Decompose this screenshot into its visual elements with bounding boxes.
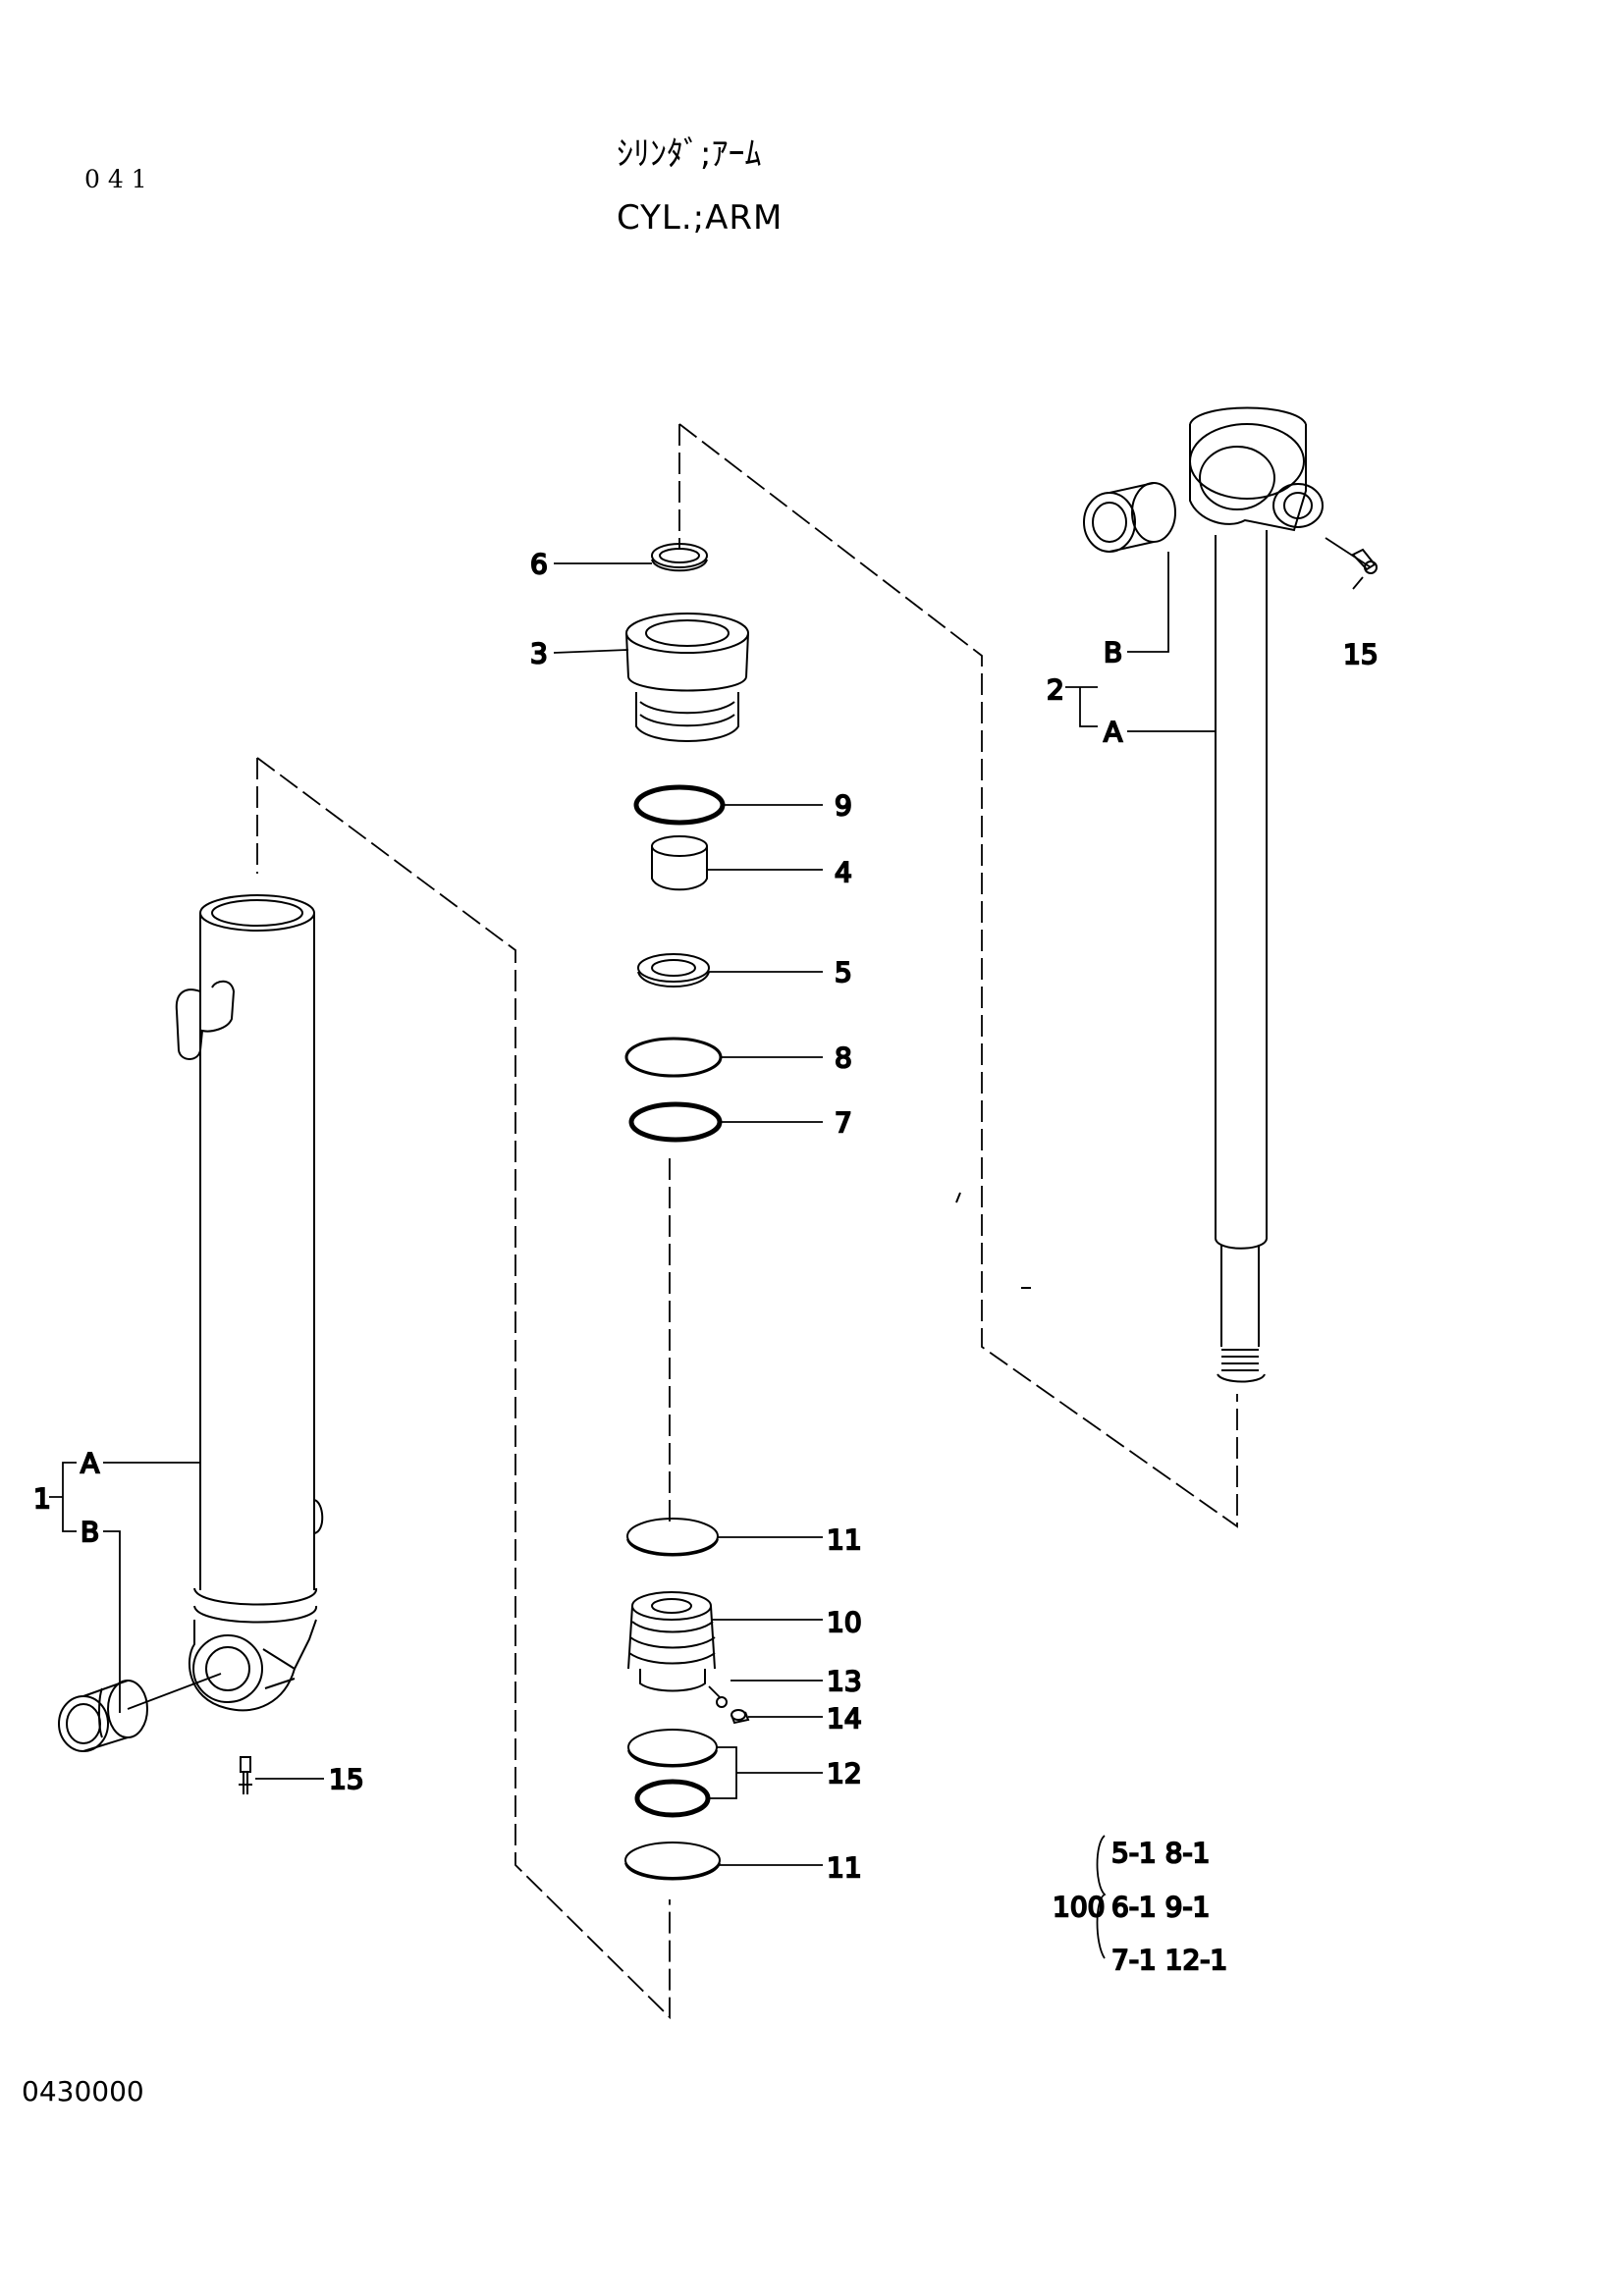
callout-3: 3 xyxy=(530,637,548,669)
wear-ring-part-11-upper xyxy=(626,1518,719,1557)
callout-10: 10 xyxy=(827,1606,862,1638)
drawing-code: 0430000 xyxy=(22,2075,144,2108)
page-number: 041 xyxy=(84,165,155,193)
assembly-guide-lines xyxy=(256,423,1238,2020)
cylinder-tube-part-1 xyxy=(175,894,324,1712)
callout-1a: A xyxy=(81,1447,99,1479)
o-ring-part-9 xyxy=(633,784,726,826)
wear-ring-part-11-lower xyxy=(624,1842,721,1881)
plug-part-15-left xyxy=(239,1756,252,1794)
callout-4: 4 xyxy=(835,856,852,888)
callout-2b: B xyxy=(1104,636,1122,668)
callout-6: 6 xyxy=(530,548,548,580)
piston-part-10 xyxy=(627,1591,716,1692)
kit-row-2: 6-1 9-1 xyxy=(1111,1891,1210,1923)
callout-15-right: 15 xyxy=(1343,638,1379,670)
callout-15-left: 15 xyxy=(329,1763,364,1795)
seal-part-5 xyxy=(637,953,710,988)
bushing-part-4 xyxy=(651,835,708,891)
callout-8: 8 xyxy=(835,1041,852,1074)
kit-row-3: 7-1 12-1 xyxy=(1111,1944,1227,1976)
callout-9: 9 xyxy=(835,789,852,822)
backup-ring-part-8 xyxy=(624,1037,723,1078)
o-ring-part-12 xyxy=(634,1779,711,1818)
callout-11-lower: 11 xyxy=(827,1851,862,1884)
steel-ball-part-13 xyxy=(716,1696,728,1708)
kit-row-1: 5-1 8-1 xyxy=(1111,1837,1210,1869)
callout-2a: A xyxy=(1104,716,1122,748)
title-english: CYL.;ARM xyxy=(617,198,784,238)
bushing-part-1b xyxy=(58,1680,148,1752)
title-japanese: ｼﾘﾝﾀﾞ;ｱｰﾑ xyxy=(617,134,762,174)
leader-lines xyxy=(49,537,1372,1959)
callout-2: 2 xyxy=(1047,673,1064,706)
callout-14: 14 xyxy=(827,1702,862,1735)
callout-11-upper: 11 xyxy=(827,1523,862,1556)
bushing-part-2b xyxy=(1083,482,1176,553)
callout-1: 1 xyxy=(33,1482,51,1515)
callout-13: 13 xyxy=(827,1665,862,1697)
plug-part-15-right xyxy=(1351,548,1378,574)
callout-7: 7 xyxy=(835,1106,852,1139)
callout-1b: B xyxy=(81,1516,99,1548)
slipper-seal-part-12 xyxy=(627,1729,718,1768)
callout-5: 5 xyxy=(835,956,852,988)
callout-12: 12 xyxy=(827,1757,862,1789)
piston-rod-part-2 xyxy=(1189,406,1324,1383)
seal-part-6 xyxy=(651,543,708,572)
set-screw-part-14 xyxy=(730,1709,750,1725)
kit-number: 100 xyxy=(1053,1891,1105,1923)
rod-cover-part-3 xyxy=(625,613,749,742)
o-ring-part-7 xyxy=(628,1101,723,1143)
